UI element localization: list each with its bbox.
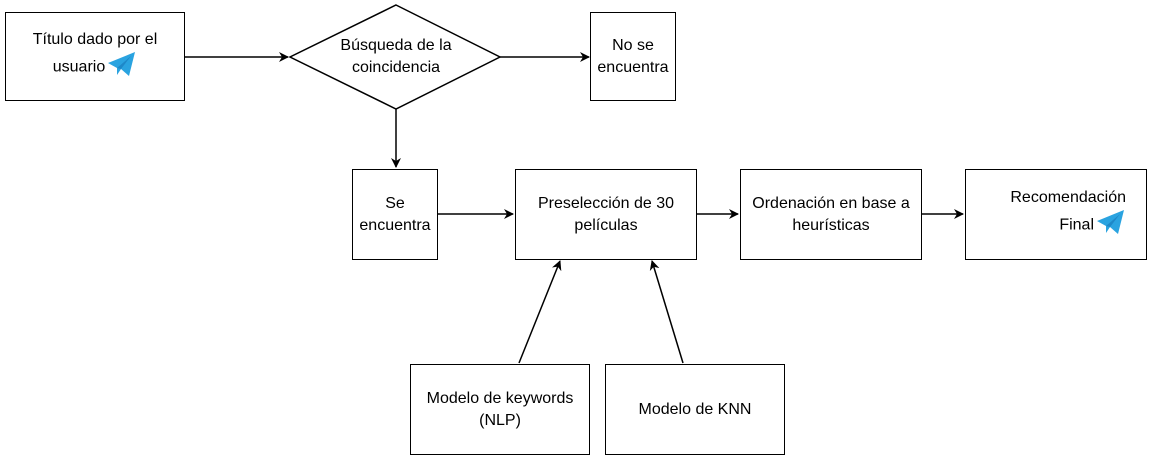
telegram-icon — [1096, 209, 1126, 242]
node-ordering: Ordenación en base a heurísticas — [740, 169, 922, 260]
final-text: Recomendación Final — [1010, 189, 1126, 234]
edge-keywords-to-preselection — [518, 260, 562, 364]
search-decision-label: Búsqueda de la coincidencia — [340, 37, 452, 76]
node-preselection: Preselección de 30 películas — [515, 169, 697, 260]
node-final: Recomendación Final — [965, 169, 1147, 260]
node-found: Se encuentra — [352, 169, 438, 260]
node-not-found: No se encuentra — [590, 12, 676, 101]
knn-model-text: Modelo de KNN — [638, 400, 752, 418]
node-knn-model: Modelo de KNN — [605, 364, 785, 455]
preselection-text: Preselección de 30 películas — [537, 194, 675, 234]
telegram-icon — [107, 51, 137, 84]
node-keywords-model: Modelo de keywords (NLP) — [410, 364, 590, 455]
node-user-title: Título dado por el usuario — [5, 12, 185, 101]
user-title-text: Título dado por el usuario — [32, 31, 158, 76]
not-found-text: No se encuentra — [597, 36, 669, 76]
found-text: Se encuentra — [359, 194, 431, 234]
keywords-model-text: Modelo de keywords (NLP) — [426, 389, 574, 429]
ordering-text: Ordenación en base a heurísticas — [752, 194, 910, 234]
edge-knn-to-preselection — [649, 260, 684, 364]
